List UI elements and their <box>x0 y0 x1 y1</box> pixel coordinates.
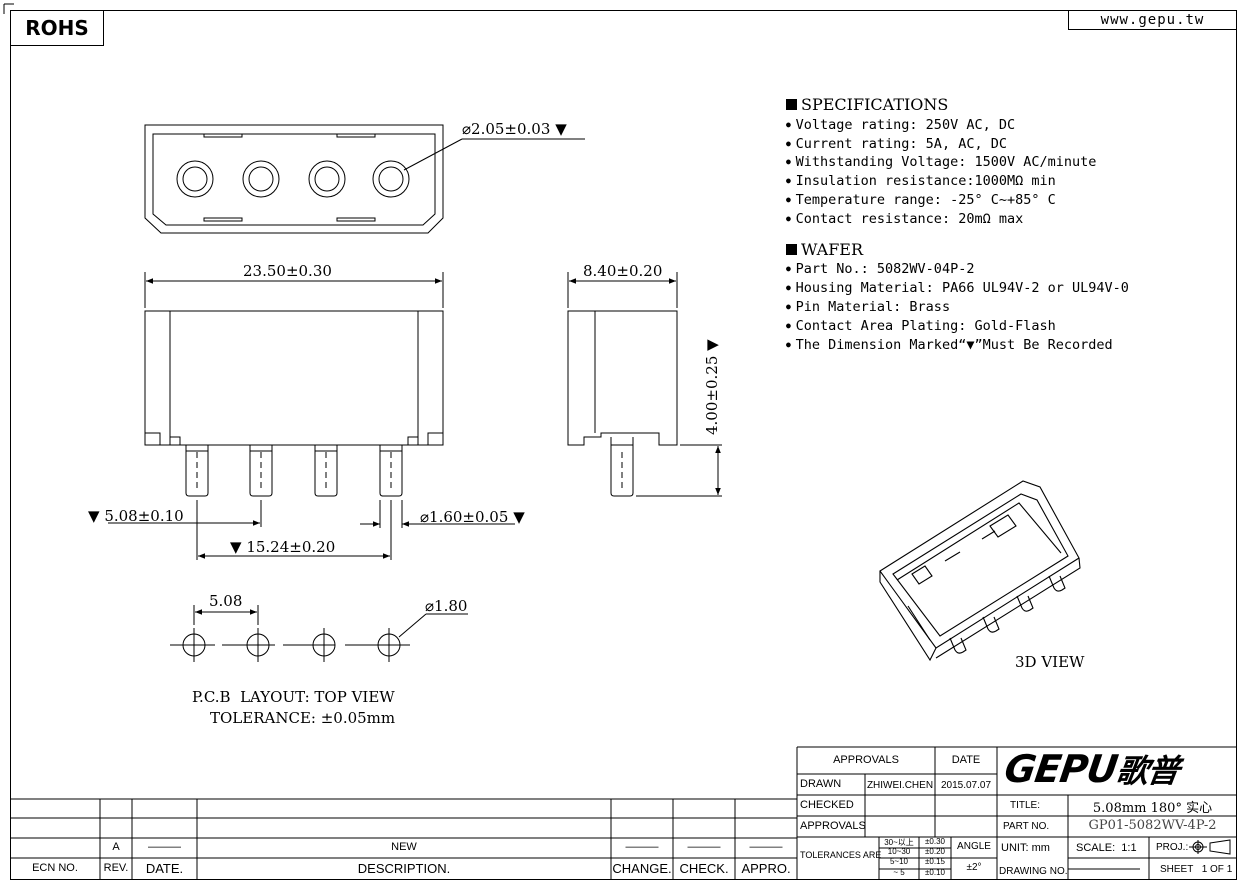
revision-block-lines <box>10 798 797 880</box>
check-header: CHECK. <box>679 861 729 876</box>
pcb-tolerance-label: TOLERANCE: ±0.05mm <box>210 709 396 727</box>
side-view-housing <box>567 272 722 497</box>
part-no-label: PART NO. <box>1003 821 1050 832</box>
rev-check-value: ——— <box>687 841 721 853</box>
date-header: DATE. <box>145 861 184 876</box>
angle-label: ANGLE <box>957 841 991 852</box>
rev-appro-value: ——— <box>749 841 783 853</box>
front-view-housing <box>108 272 515 560</box>
pcb-layout-drawing <box>170 605 468 662</box>
tolerance-range: ~ 5 <box>893 868 905 877</box>
depth-dim-label: 8.40±0.20 <box>583 262 663 280</box>
wafer-item: Housing Material: PA66 UL94V-2 or UL94V-… <box>786 279 1129 298</box>
pcb-layout-title: P.C.B LAYOUT: TOP VIEW <box>192 688 395 706</box>
sheet-field: SHEET 1 OF 1 <box>1160 864 1233 875</box>
bullet-square-icon <box>786 243 797 255</box>
change-header: CHANGE. <box>612 861 672 876</box>
specifications-heading: SPECIFICATIONS <box>786 95 1129 115</box>
checked-label: CHECKED <box>800 799 854 811</box>
spec-item: Withstanding Voltage: 1500V AC/minute <box>786 153 1129 172</box>
proj-label: PROJ.: <box>1156 842 1189 853</box>
gepu-logo: GEPU歌普 <box>1001 747 1182 791</box>
bullet-square-icon <box>786 99 797 110</box>
wafer-item: The Dimension Marked“▼”Must Be Recorded <box>786 336 1129 355</box>
rev-header: REV. <box>103 862 129 874</box>
spec-item: Current rating: 5A, AC, DC <box>786 135 1129 154</box>
drawn-by-value: ZHIWEI.CHEN <box>866 780 934 791</box>
3d-view-drawing <box>879 480 1081 662</box>
tolerance-value: ±0.15 <box>925 857 945 866</box>
tolerance-value: ±0.20 <box>925 847 945 856</box>
tolerance-value: ±0.10 <box>925 868 945 877</box>
spec-item: Voltage rating: 250V AC, DC <box>786 116 1129 135</box>
date-column-header: DATE <box>951 754 981 766</box>
drawing-frame <box>10 10 1237 880</box>
top-view-housing <box>144 124 585 234</box>
drawn-date-value: 2015.07.07 <box>940 780 992 791</box>
pin-dia-dim-label: ⌀1.60±0.05 ▼ <box>420 508 525 526</box>
rohs-badge: ROHS <box>10 10 104 46</box>
unit-field: UNIT: mm <box>1001 842 1050 854</box>
title-label: TITLE: <box>1010 800 1041 811</box>
rev-date-value: ——— <box>148 841 181 853</box>
part-no-value: GP01-5082WV-4P-2 <box>1088 818 1217 833</box>
title-block-lines <box>796 746 1237 880</box>
ecn-header: ECN NO. <box>32 862 78 874</box>
pcb-pitch-dim-label: 5.08 <box>209 592 243 610</box>
wafer-heading: WAFER <box>786 240 1129 260</box>
rev-description-value: NEW <box>391 841 417 853</box>
title-value: 5.08mm 180° 实心 <box>1092 801 1213 816</box>
wafer-item: Pin Material: Brass <box>786 298 1129 317</box>
spec-item: Temperature range: -25° C~+85° C <box>786 191 1129 210</box>
projection-symbol-icon <box>1189 839 1231 855</box>
tolerance-range: 10~30 <box>887 847 911 856</box>
3d-view-label: 3D VIEW <box>1015 653 1085 671</box>
tolerance-range: 5~10 <box>889 857 909 866</box>
rev-value: A <box>112 841 120 853</box>
rev-change-value: ——— <box>625 841 659 853</box>
description-header: DESCRIPTION. <box>357 861 451 876</box>
approvals-label: APPROVALS <box>800 820 866 832</box>
website-label: www.gepu.tw <box>1068 10 1237 30</box>
specifications-panel: SPECIFICATIONS Voltage rating: 250V AC, … <box>786 95 1129 355</box>
wafer-item: Contact Area Plating: Gold-Flash <box>786 317 1129 336</box>
angle-value: ±2° <box>966 862 982 873</box>
pitch-dim-label: ▼ 5.08±0.10 <box>88 507 184 525</box>
total-pitch-dim-label: ▼ 15.24±0.20 <box>230 538 336 556</box>
pin-length-dim-label: 4.00±0.25 ▼ <box>703 339 721 435</box>
pin-hole-dim-label: ⌀2.05±0.03 ▼ <box>462 120 567 138</box>
scale-field: SCALE: 1:1 <box>1076 842 1137 854</box>
appro-header: APPRO. <box>741 861 791 876</box>
pcb-hole-dim-label: ⌀1.80 <box>425 597 468 615</box>
tolerance-value: ±0.30 <box>925 837 945 846</box>
drawing-no-label: DRAWING NO. <box>999 866 1068 877</box>
width-dim-label: 23.50±0.30 <box>243 262 332 280</box>
tolerance-range: 30~以上 <box>884 838 914 847</box>
spec-item: Insulation resistance:1000MΩ min <box>786 172 1129 191</box>
approvals-header: APPROVALS <box>833 754 899 766</box>
spec-item: Contact resistance: 20mΩ max <box>786 210 1129 229</box>
drawn-label: DRAWN <box>800 778 842 790</box>
wafer-item: Part No.: 5082WV-04P-2 <box>786 260 1129 279</box>
tolerances-label: TOLERANCES ARE <box>800 850 882 860</box>
